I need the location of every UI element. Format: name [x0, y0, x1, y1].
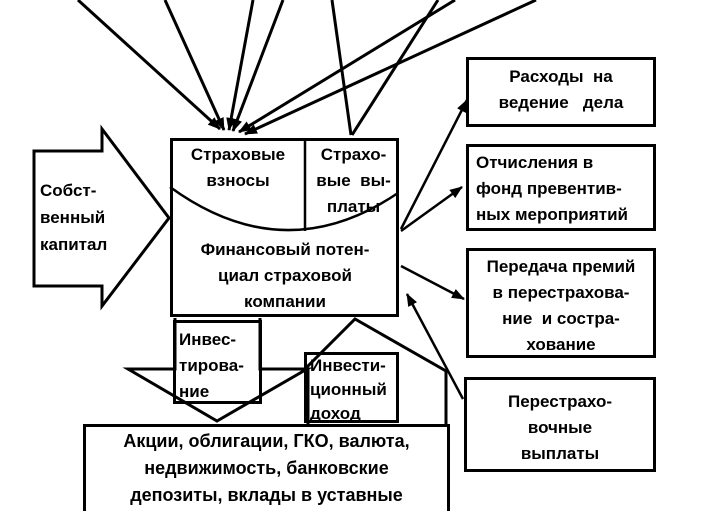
arrow-to-preventive: [400, 185, 463, 233]
inflow-line-4: [231, 0, 285, 132]
inflow-line-2: [163, 0, 226, 131]
payout-line-left: [330, 0, 353, 136]
reinsurance-payouts-label: Перестрахо- вочные выплаты: [508, 392, 612, 463]
inflow-line-3: [226, 0, 255, 131]
premiums-label: Страховые взносы: [190, 145, 286, 190]
expenses-label: Расходы на ведение дела: [498, 67, 624, 112]
reinsurance-transfer-label: Передача премий в перестрахова- ние и со…: [486, 257, 636, 354]
inflow-line-5: [238, 0, 456, 134]
arrow-to-expenses: [399, 99, 469, 230]
payouts-label: Страхо- вые вы- платы: [316, 145, 391, 216]
investing-label: Инвес- тирова- ние: [179, 330, 244, 401]
investments-list-label: Акции, облигации, ГКО, валюта, недвижимо…: [123, 431, 410, 505]
own-capital-label: Собст- венный капитал: [40, 181, 108, 254]
arrow-to-reinsurance: [400, 264, 465, 301]
investments-box: [83, 424, 450, 511]
inflow-line-1: [76, 0, 222, 131]
reinsurance-transfer-box: [466, 248, 656, 358]
investment-income-label: Инвести- ционный доход: [310, 356, 387, 423]
arrow-from-reinsurance-payouts: [405, 293, 465, 400]
preventive-fund-label: Отчисления в фонд превентив- ных меропри…: [476, 153, 629, 224]
financial-potential-label: Финансовый потен- циал страховой компани…: [200, 240, 370, 311]
payout-line-right: [350, 0, 440, 136]
reinsurance-payouts-box: [464, 377, 656, 472]
